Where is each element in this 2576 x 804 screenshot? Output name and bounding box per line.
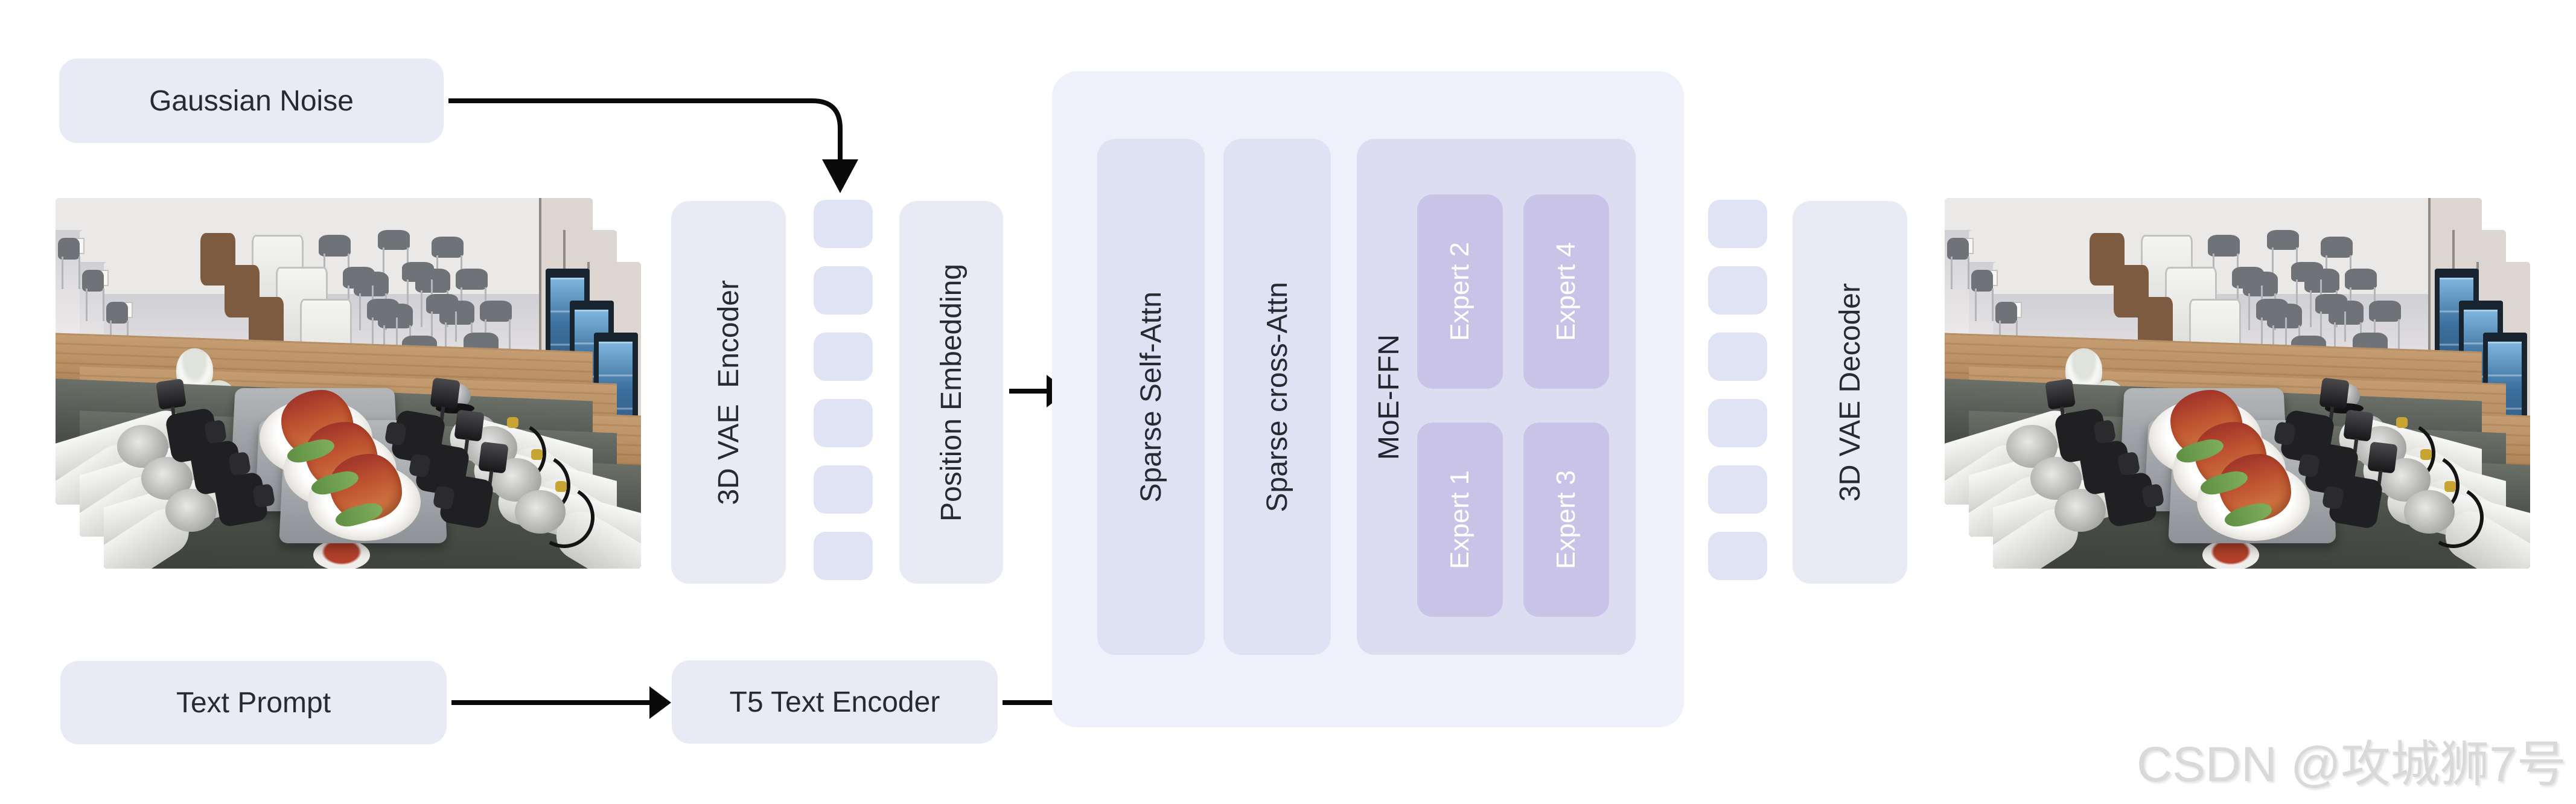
t5-text-encoder-label: T5 Text Encoder bbox=[729, 686, 940, 718]
text-prompt-label: Text Prompt bbox=[176, 686, 331, 719]
scene-cable-connector bbox=[2420, 449, 2432, 460]
arrow-gaussian-noise-to-latents bbox=[448, 98, 858, 193]
latent-token bbox=[814, 465, 873, 514]
latent-token bbox=[1708, 266, 1767, 314]
scene-cable-connector bbox=[2444, 481, 2456, 492]
scene-chair bbox=[1971, 270, 1994, 321]
latent-token bbox=[814, 333, 873, 381]
scene-chair bbox=[2321, 236, 2353, 287]
scene-chair bbox=[2208, 234, 2240, 286]
scene-sauce-bowl bbox=[313, 539, 370, 569]
latent-token bbox=[814, 399, 873, 447]
scene-left-arm-joint bbox=[2055, 488, 2106, 532]
expert-4-box: Expert 4 bbox=[1523, 194, 1609, 389]
scene-left-gripper bbox=[2102, 471, 2158, 528]
scene-chair bbox=[378, 230, 410, 278]
position-embedding-label: Position Embedding bbox=[935, 263, 968, 522]
scene-chair bbox=[367, 298, 400, 349]
scene-chair bbox=[480, 300, 512, 351]
latent-token bbox=[814, 200, 873, 248]
scene-cable-connector bbox=[555, 481, 567, 492]
scene-right-wrist-camera bbox=[2343, 409, 2374, 442]
sparse-cross-attn-label: Sparse cross-Attn bbox=[1261, 281, 1293, 512]
scene-chair bbox=[2315, 294, 2348, 342]
scene-sauce-bowl bbox=[2202, 539, 2259, 569]
gaussian-noise-label: Gaussian Noise bbox=[149, 85, 354, 117]
position-embedding-box: Position Embedding bbox=[899, 201, 1003, 584]
expert-2-box: Expert 2 bbox=[1417, 194, 1503, 389]
vae-encoder-label: 3D VAE Encoder bbox=[712, 279, 745, 505]
scene-chair bbox=[2232, 266, 2265, 317]
latent-token bbox=[814, 266, 873, 314]
moe-ffn-block: MoE-FFN Expert 2 Expert 4 Expert 1 Exper… bbox=[1357, 139, 1636, 655]
dit-transformer-block: Sparse Self-Attn Sparse cross-Attn MoE-F… bbox=[1052, 71, 1684, 727]
input-video-frames bbox=[56, 198, 641, 569]
csdn-watermark: CSDN @攻城狮7号 bbox=[2137, 737, 2566, 792]
latent-token bbox=[814, 532, 873, 580]
scene-right-wrist-camera bbox=[430, 377, 461, 410]
sparse-self-attn-label: Sparse Self-Attn bbox=[1135, 291, 1167, 503]
scene-chair bbox=[106, 302, 129, 353]
latent-token-column-left bbox=[814, 200, 873, 580]
scene-chair bbox=[456, 268, 488, 319]
output-video-frames bbox=[1945, 198, 2530, 569]
scene-chair bbox=[2291, 262, 2324, 310]
scene-right-gripper bbox=[2327, 473, 2384, 530]
scene-right-wrist-camera bbox=[454, 409, 485, 442]
latent-token bbox=[1708, 200, 1767, 248]
scene-left-arm-joint bbox=[165, 488, 217, 532]
latent-token bbox=[1708, 333, 1767, 381]
scene-chair bbox=[1947, 238, 1969, 289]
scene-chair bbox=[2267, 230, 2300, 278]
scene-chair bbox=[82, 270, 104, 321]
scene-cable-connector bbox=[531, 449, 543, 460]
arrow-text-prompt-to-t5 bbox=[451, 686, 671, 719]
latent-token bbox=[1708, 465, 1767, 514]
gaussian-noise-box: Gaussian Noise bbox=[59, 59, 444, 143]
expert-1-box: Expert 1 bbox=[1417, 423, 1503, 617]
scene-chair bbox=[319, 234, 351, 286]
vae-decoder-box: 3D VAE Decoder bbox=[1793, 201, 1907, 584]
moe-ffn-label: MoE-FFN bbox=[1373, 334, 1405, 460]
scene-chair bbox=[58, 238, 80, 289]
scene-chair bbox=[1995, 302, 2018, 353]
vae-decoder-label: 3D VAE Decoder bbox=[1834, 283, 1866, 502]
scene-right-arm-joint bbox=[514, 490, 566, 534]
expert-2-label: Expert 2 bbox=[1445, 242, 1475, 341]
text-prompt-box: Text Prompt bbox=[60, 661, 447, 744]
scene-back-wall bbox=[56, 198, 593, 234]
scene-chair bbox=[426, 294, 459, 342]
latent-token bbox=[1708, 532, 1767, 580]
latent-token bbox=[1708, 399, 1767, 447]
scene-chair bbox=[343, 266, 375, 317]
scene-chair bbox=[2345, 268, 2377, 319]
vae-encoder-box: 3D VAE Encoder bbox=[671, 201, 786, 584]
scene-chair bbox=[2256, 298, 2289, 349]
latent-token-column-right bbox=[1708, 200, 1767, 580]
scene-right-wrist-camera bbox=[2319, 377, 2350, 410]
t5-text-encoder-box: T5 Text Encoder bbox=[672, 660, 998, 744]
scene-left-gripper bbox=[212, 471, 269, 528]
expert-3-label: Expert 3 bbox=[1551, 470, 1581, 569]
expert-1-label: Expert 1 bbox=[1445, 470, 1475, 569]
scene-cable-connector bbox=[506, 417, 519, 428]
scene-back-wall bbox=[1945, 198, 2482, 234]
scene-right-wrist-camera bbox=[478, 441, 509, 474]
scene-cable-connector bbox=[2396, 417, 2408, 428]
sparse-self-attn-block: Sparse Self-Attn bbox=[1097, 139, 1205, 655]
expert-3-box: Expert 3 bbox=[1523, 423, 1609, 617]
scene-chair bbox=[432, 236, 464, 287]
scene-chair bbox=[402, 262, 435, 310]
scene-chair bbox=[2369, 300, 2402, 351]
scene-right-arm-joint bbox=[2403, 490, 2455, 534]
sparse-cross-attn-block: Sparse cross-Attn bbox=[1223, 139, 1331, 655]
scene-left-wrist-camera bbox=[2045, 378, 2076, 410]
scene-right-gripper bbox=[438, 473, 495, 530]
expert-4-label: Expert 4 bbox=[1551, 242, 1581, 341]
scene-right-wrist-camera bbox=[2367, 441, 2398, 474]
scene-left-wrist-camera bbox=[156, 378, 187, 410]
